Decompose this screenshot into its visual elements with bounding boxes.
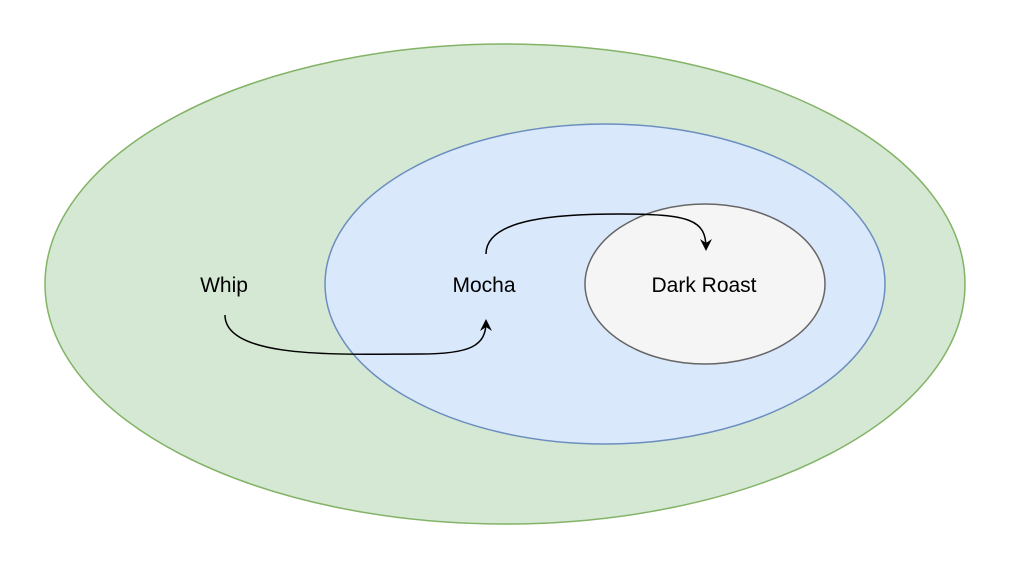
mocha-label: Mocha (452, 274, 515, 297)
mocha-to-dark-roast-arrow (485, 213, 712, 255)
dark-roast-label: Dark Roast (651, 274, 756, 297)
whip-to-mocha-arrow (224, 314, 492, 356)
dark-roast-ellipse[interactable] (584, 203, 826, 365)
whip-label: Whip (200, 274, 248, 297)
